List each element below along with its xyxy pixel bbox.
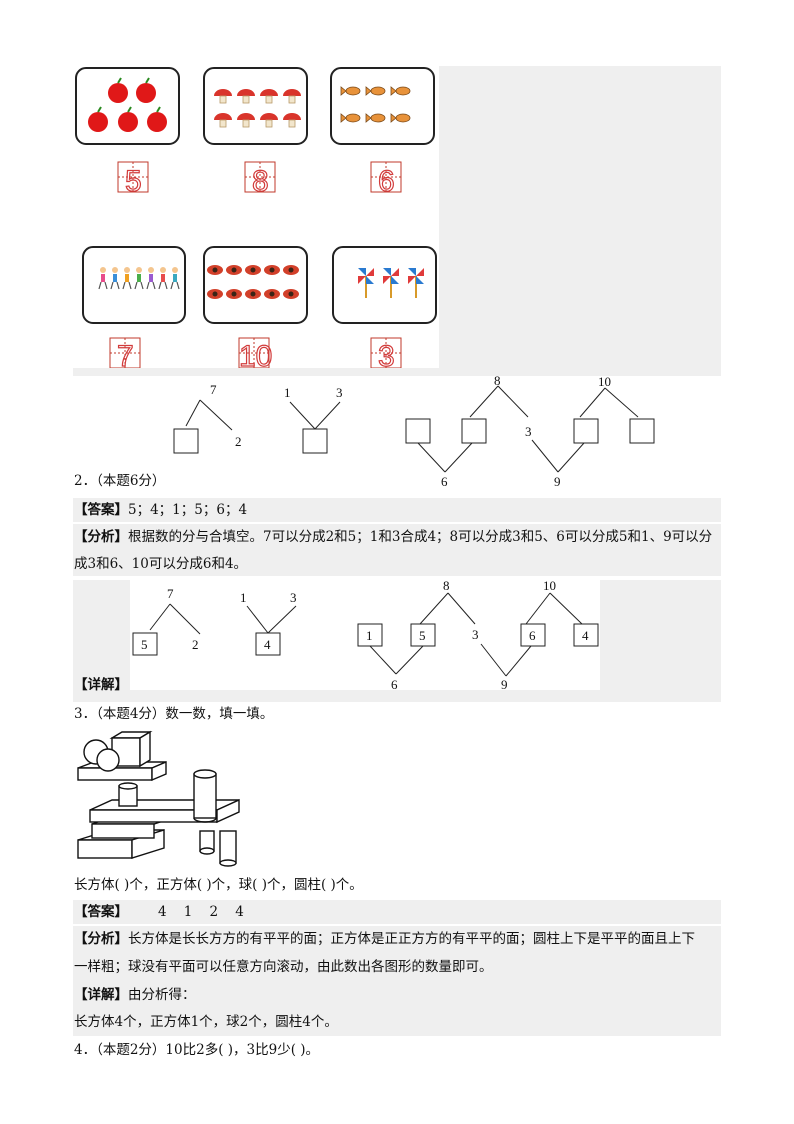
flower-frame: [203, 246, 308, 324]
a-tree2-right: 3: [290, 590, 297, 605]
picture-panel-svg: 5 8 6: [75, 67, 437, 374]
number-bond-answer-diagram: 7 5 2 1 3 4 8 1 5 3 10 6 4 6 9: [130, 578, 600, 690]
q-tree2-left: 1: [284, 385, 291, 400]
digit-children: 7: [117, 340, 134, 368]
q2-answer-text: 5；4；1；5；6；4: [128, 502, 248, 518]
analysis-label: 【分析】: [74, 529, 128, 545]
q2-answer: 【答案】5；4；1；5；6；4: [74, 501, 247, 519]
detail-label: 【详解】: [74, 677, 128, 693]
q-tree1-top: 7: [210, 382, 217, 397]
digit-flower: 10: [239, 340, 272, 368]
analysis-label: 【分析】: [74, 931, 128, 947]
mushroom-frame: [203, 67, 308, 145]
q-tree3-bottom-right: 9: [554, 474, 561, 486]
fish-frame: [330, 67, 435, 145]
digit-fish: 6: [378, 165, 395, 198]
q2-analysis-line2: 成3和6、10可以分成6和4。: [74, 556, 248, 572]
a-tree3-mid: 3: [472, 627, 479, 642]
digit-apple: 5: [125, 165, 142, 198]
q3-answer-text: 4 1 2 4: [158, 904, 244, 920]
a-tree3-box3: 6: [529, 628, 536, 643]
q-tree3-mid: 3: [525, 424, 532, 439]
shapes-figure: [77, 730, 240, 867]
a-tree1-top: 7: [167, 586, 174, 601]
pinwheel-frame: [332, 246, 437, 324]
q-tree1-right: 2: [235, 434, 242, 449]
q-tree3-bottom-left: 6: [441, 474, 448, 486]
q3-analysis-line2: 一样粗；球没有平面可以任意方向滚动，由此数出各图形的数量即可。: [74, 959, 493, 975]
digit-pinwheel: 3: [378, 340, 395, 368]
apple-frame: [75, 67, 180, 145]
q3-header: 3．（本题4分）数一数，填一填。: [74, 706, 274, 722]
a-tree1-box: 5: [141, 637, 148, 652]
q3-detail-text: 由分析得：: [128, 987, 196, 1003]
q-tree3-top-left: 8: [494, 374, 501, 388]
q2-analysis-line1: 【分析】根据数的分与合填空。7可以分成2和5；1和3合成4；8可以分成3和5、6…: [74, 528, 712, 546]
number-bond-question-diagram: 7 2 1 3 8 3 10 6 9: [173, 374, 655, 486]
children-frame: [82, 246, 186, 324]
q-tree2-right: 3: [336, 385, 343, 400]
q2-header: 2．（本题6分）: [74, 473, 166, 489]
q3-analysis-text: 长方体是长长方方的有平平的面；正方体是正正方方的有平平的面；圆柱上下是平平的面且…: [128, 931, 695, 947]
q3-analysis-line1: 【分析】长方体是长长方方的有平平的面；正方体是正正方方的有平平的面；圆柱上下是平…: [74, 930, 695, 948]
answer-label: 【答案】: [74, 502, 128, 518]
q3-fill-text: 长方体( )个，正方体( )个，球( )个，圆柱( )个。: [74, 877, 363, 893]
picture-panel: 5 8 6: [73, 66, 439, 374]
mushroom-icon: [214, 89, 301, 128]
a-tree3-bottom-right: 9: [501, 677, 508, 690]
q3-detail-line1: 【详解】由分析得：: [74, 986, 196, 1004]
q2-analysis-block: [73, 524, 721, 576]
a-tree3-bottom-left: 6: [391, 677, 398, 690]
a-tree3-top-left: 8: [443, 578, 450, 593]
detail-label: 【详解】: [74, 987, 128, 1003]
a-tree3-box2: 5: [419, 628, 426, 643]
writing-box: [117, 161, 402, 193]
q-tree3-top-right: 10: [598, 374, 611, 389]
q2-analysis-text: 根据数的分与合填空。7可以分成2和5；1和3合成4；8可以分成3和5、6可以分成…: [128, 529, 713, 545]
a-tree3-top-right: 10: [543, 578, 556, 593]
q3-answer-row: [73, 900, 721, 924]
children-icon: [98, 267, 180, 290]
a-tree2-box: 4: [264, 637, 271, 652]
a-tree3-box1: 1: [366, 628, 373, 643]
q2-detail-label: 【详解】: [74, 676, 128, 694]
fish-icon: [340, 86, 411, 123]
flower-icon: [207, 265, 299, 299]
a-tree2-left: 1: [240, 590, 247, 605]
a-tree3-box4: 4: [582, 628, 589, 643]
q3-answer: 【答案】 4 1 2 4: [74, 903, 244, 921]
a-tree1-right: 2: [192, 637, 199, 652]
q3-detail-line2: 长方体4个，正方体1个，球2个，圆柱4个。: [74, 1014, 338, 1030]
q4-header: 4．（本题2分）10比2多( )，3比9少( )。: [74, 1042, 320, 1058]
pinwheel-icon: [358, 268, 424, 298]
digit-mushroom: 8: [252, 165, 269, 198]
answer-label: 【答案】: [74, 904, 128, 920]
apple-icon: [88, 77, 167, 132]
q3-analysis-detail-block: [73, 926, 721, 1036]
q2-answer-row: [73, 498, 721, 522]
